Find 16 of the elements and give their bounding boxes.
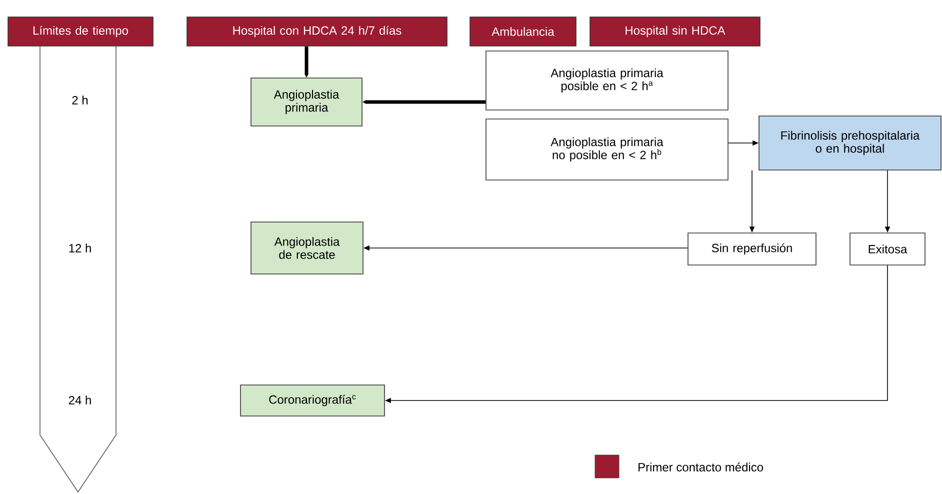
result-box: Angioplastia primaria	[250, 78, 362, 126]
condition-box: Sin reperfusión	[688, 232, 816, 266]
result-box: Angioplastia de rescate	[250, 222, 364, 274]
header-box: Hospital sin HDCA	[590, 16, 760, 46]
condition-box: Exitosa	[850, 232, 926, 266]
result-box: Coronariografía$^{c}$	[240, 384, 385, 416]
legend-text: Primer contacto médico	[638, 462, 764, 472]
condition-box: Angioplastia primaria posible en < 2 h$^{a}$	[486, 50, 728, 110]
treatment-box: Fibrinolisis prehospitalaria o en hospital	[758, 116, 942, 170]
time-label: 12 h	[69, 244, 91, 252]
header-box: Límites de tiempo	[8, 16, 154, 46]
time-label: 2 h	[72, 96, 88, 104]
time-label: 24 h	[68, 396, 91, 404]
header-box: Ambulancia	[470, 16, 576, 46]
condition-box: Angioplastia primaria no posible en < 2 h$^{b}$	[486, 118, 728, 180]
header-box: Hospital con HDCA 24 h/7 días	[186, 16, 448, 46]
